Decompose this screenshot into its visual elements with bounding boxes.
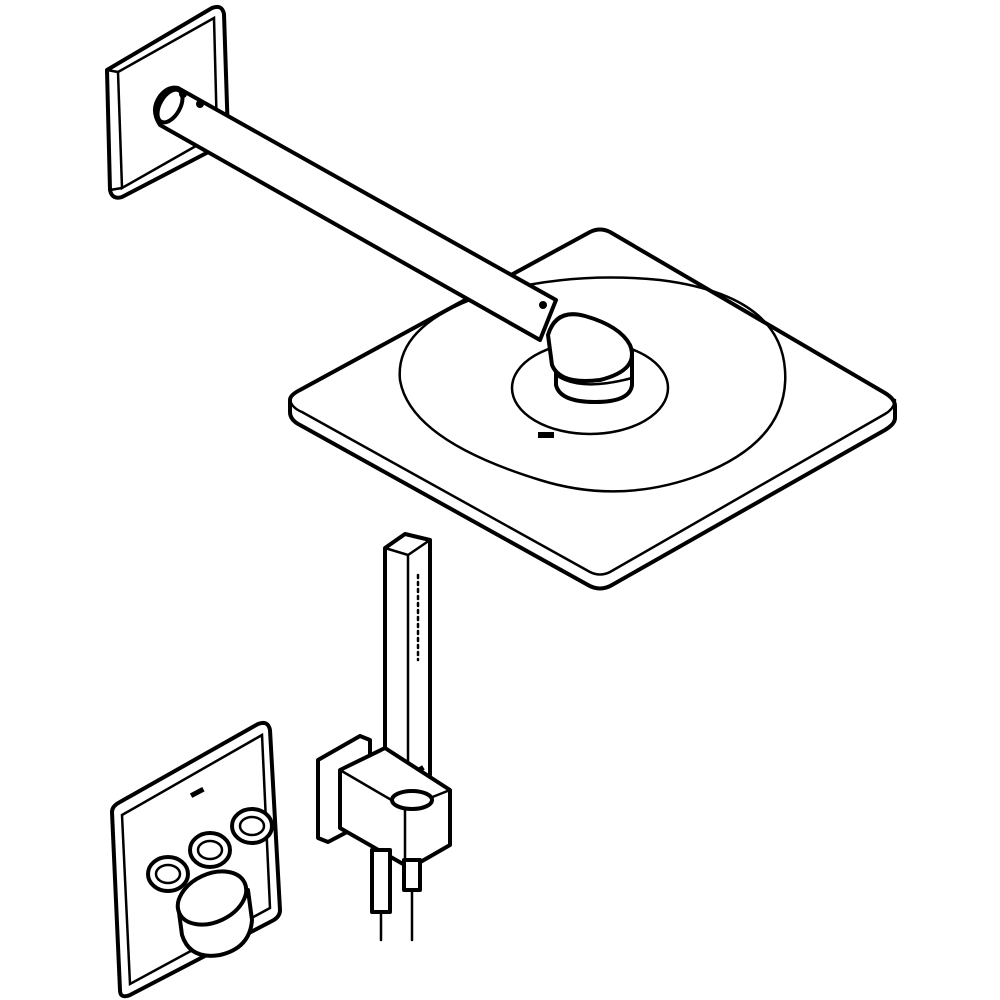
main-knob: [175, 869, 254, 958]
head-connector: [546, 312, 634, 404]
knob-2: [188, 831, 232, 869]
shower-arm: [153, 85, 558, 342]
wall-holder: [316, 734, 452, 870]
thermostat-valve: [110, 720, 282, 999]
hoses: [370, 848, 422, 942]
logo-mark: [189, 786, 205, 798]
logo-mark: [538, 432, 554, 438]
hand-shower: [383, 532, 432, 792]
head-shower: [288, 227, 897, 591]
knob-3: [146, 855, 190, 893]
knob-1: [230, 807, 274, 845]
